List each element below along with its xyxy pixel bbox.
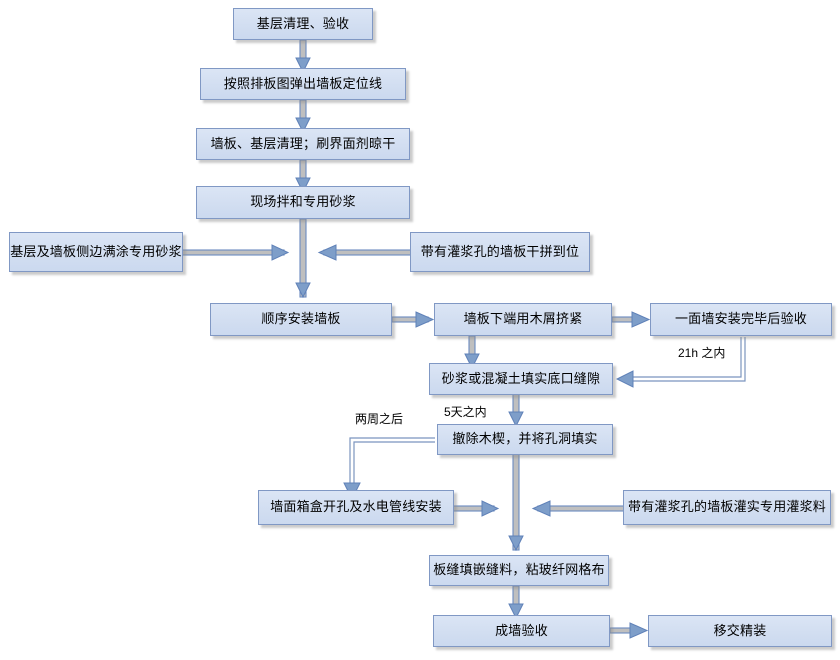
node-panel-base-cleaning-interface-agent[interactable]: 墙板、基层清理；刷界面剂晾干: [196, 128, 410, 160]
node-sequential-panel-install[interactable]: 顺序安装墙板: [210, 303, 392, 336]
node-label: 按照排板图弹出墙板定位线: [223, 75, 383, 91]
node-base-cleaning-acceptance[interactable]: 基层清理、验收: [233, 8, 373, 40]
node-layout-line-marking[interactable]: 按照排板图弹出墙板定位线: [200, 68, 406, 100]
node-wall-complete-acceptance[interactable]: 一面墙安装完毕后验收: [650, 303, 832, 336]
node-full-mortar-coating[interactable]: 基层及墙板侧边满涂专用砂浆: [9, 232, 183, 272]
node-label: 墙板下端用木屑挤紧: [463, 311, 583, 327]
arrow-n10-n11: [508, 393, 524, 428]
node-label: 成墙验收: [495, 622, 548, 638]
node-label: 撤除木楔，并将孔洞填实: [452, 431, 598, 447]
node-fill-bottom-joint[interactable]: 砂浆或混凝土填实底口缝隙: [429, 363, 613, 395]
node-handover-to-decoration[interactable]: 移交精装: [648, 615, 832, 647]
node-joint-sealing-mesh[interactable]: 板缝填嵌缝料，粘玻纤网格布: [429, 555, 609, 586]
node-label: 砂浆或混凝土填实底口缝隙: [441, 370, 601, 386]
node-dry-fit-grouted-panel[interactable]: 带有灌浆孔的墙板干拼到位: [410, 232, 590, 272]
node-wedge-bottom-tight[interactable]: 墙板下端用木屑挤紧: [434, 303, 612, 336]
arrow-n7-n8: [391, 311, 435, 328]
arrow-n14-n15: [508, 585, 524, 620]
node-remove-wedge-fill-holes[interactable]: 撤除木楔，并将孔洞填实: [437, 424, 613, 455]
edge-label-two-weeks: 两周之后: [355, 412, 404, 426]
node-grout-panel-with-special-grout[interactable]: 带有灌浆孔的墙板灌实专用灌浆料: [623, 490, 831, 525]
arrow-n15-n16: [609, 622, 649, 639]
node-label: 带有灌浆孔的墙板灌实专用灌浆料: [628, 499, 827, 515]
node-label: 板缝填嵌缝料，粘玻纤网格布: [433, 562, 605, 578]
edge-label-5days: 5天之内: [444, 405, 487, 419]
arrow-n11-trunk: [508, 453, 524, 552]
node-label: 基层清理、验收: [256, 15, 350, 31]
node-label: 一面墙安装完毕后验收: [674, 311, 807, 327]
edge-label-21h: 21h 之内: [678, 346, 726, 360]
arrow-n4-n7: [295, 218, 311, 299]
arrow-n12-trunk: [451, 500, 500, 517]
node-label: 基层及墙板侧边满涂专用砂浆: [10, 243, 182, 259]
node-label: 现场拌和专用砂浆: [250, 194, 356, 210]
node-label: 带有灌浆孔的墙板干拼到位: [420, 243, 580, 259]
node-wall-acceptance[interactable]: 成墙验收: [433, 615, 610, 647]
node-label: 墙板、基层清理；刷界面剂晾干: [210, 135, 396, 151]
arrow-n8-n9: [611, 311, 651, 328]
arrow-n6-trunk: [317, 244, 413, 261]
arrow-n5-trunk: [181, 244, 290, 261]
node-label: 墙面箱盒开孔及水电管线安装: [270, 499, 442, 515]
node-label: 顺序安装墙板: [261, 311, 341, 327]
node-label: 移交精装: [713, 622, 767, 638]
arrow-n13-trunk: [531, 500, 625, 517]
node-onsite-mortar-mixing[interactable]: 现场拌和专用砂浆: [196, 186, 410, 219]
node-box-openings-mep-install[interactable]: 墙面箱盒开孔及水电管线安装: [258, 490, 454, 525]
